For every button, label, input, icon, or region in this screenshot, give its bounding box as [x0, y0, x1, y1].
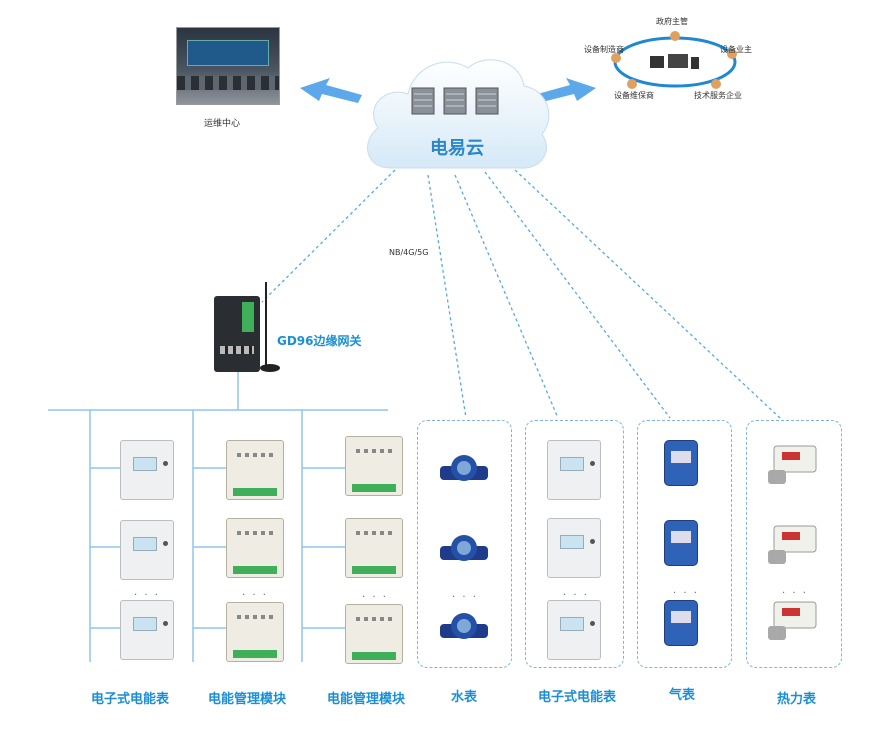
- stakeholder-bottom-left: 设备维保商: [614, 91, 654, 100]
- cloud: 电易云: [360, 42, 554, 174]
- water-meter-box: [417, 420, 512, 668]
- link-heat: [514, 169, 781, 419]
- ellipsis: · · ·: [673, 588, 699, 599]
- antenna-icon: [260, 282, 280, 372]
- electric-meter: [547, 518, 601, 578]
- electric-meter-box: [525, 420, 624, 668]
- arrow-to-stakeholders: [534, 78, 596, 103]
- link-gas: [484, 171, 671, 419]
- energy-module: [226, 602, 284, 662]
- link-gateway: [261, 169, 396, 303]
- energy-module: [345, 436, 403, 496]
- electric-meter: [547, 600, 601, 660]
- ellipsis: · · ·: [452, 592, 478, 603]
- column-label: 水表: [451, 690, 478, 705]
- heat-meter-box: [746, 420, 842, 668]
- gas-meter-icon: [664, 520, 698, 566]
- water-meter-icon: [440, 535, 488, 561]
- column-label: 气表: [669, 688, 696, 703]
- energy-module: [226, 440, 284, 500]
- ring-shape: [611, 31, 737, 89]
- person-icon: [611, 53, 621, 63]
- gas-meter-box: [637, 420, 732, 668]
- heat-meter-icon: [768, 525, 817, 564]
- network-label: NB/4G/5G: [389, 248, 429, 257]
- heat-meter-icon: [768, 445, 817, 484]
- stakeholder-right: 设备业主: [720, 45, 752, 54]
- stakeholder-bottom-right: 技术服务企业: [694, 91, 742, 100]
- ellipsis: · · ·: [242, 590, 268, 601]
- ops-center-label: 运维中心: [204, 119, 241, 129]
- energy-module: [226, 518, 284, 578]
- energy-module: [345, 604, 403, 664]
- electric-meter: [120, 520, 174, 580]
- column-label: 电子式电能表: [91, 692, 170, 707]
- person-icon: [711, 79, 721, 89]
- gateway-label: GD96边缘网关: [277, 334, 362, 348]
- cloud-label: 电易云: [430, 138, 484, 159]
- gas-meter-icon: [664, 600, 698, 646]
- person-icon: [670, 31, 680, 41]
- column-label: 热力表: [777, 692, 817, 707]
- gas-meter-icon: [664, 440, 698, 486]
- tablet-icon: [650, 56, 664, 68]
- stakeholder-top: 政府主管: [656, 17, 688, 26]
- water-meter-icon: [440, 613, 488, 639]
- person-icon: [627, 79, 637, 89]
- electric-meter: [120, 600, 174, 660]
- cloud-shape: [367, 59, 550, 169]
- stakeholder-ring: 政府主管 设备制造商 设备业主 设备维保商 技术服务企业: [584, 14, 760, 102]
- person-icon: [727, 49, 737, 59]
- phone-icon: [691, 57, 699, 69]
- server-icons: [411, 87, 499, 115]
- laptop-icon: [668, 54, 688, 68]
- link-water: [427, 174, 467, 419]
- ellipsis: · · ·: [362, 592, 388, 603]
- electric-meter: [547, 440, 601, 500]
- ellipsis: · · ·: [782, 588, 808, 599]
- ellipsis: · · ·: [563, 590, 589, 601]
- electric-meter: [120, 440, 174, 500]
- column-label: 电能管理模块: [327, 692, 406, 707]
- gateway-device: [214, 296, 260, 372]
- ops-center-image: [176, 27, 280, 105]
- water-meter-icon: [440, 455, 488, 481]
- stakeholder-left: 设备制造商: [584, 45, 624, 54]
- column-label: 电能管理模块: [208, 692, 287, 707]
- arrow-to-ops-center: [300, 78, 362, 103]
- link-meter2: [454, 174, 559, 419]
- column-label: 电子式电能表: [538, 690, 617, 705]
- energy-module: [345, 518, 403, 578]
- ellipsis: · · ·: [134, 590, 160, 601]
- heat-meter-icon: [768, 601, 817, 640]
